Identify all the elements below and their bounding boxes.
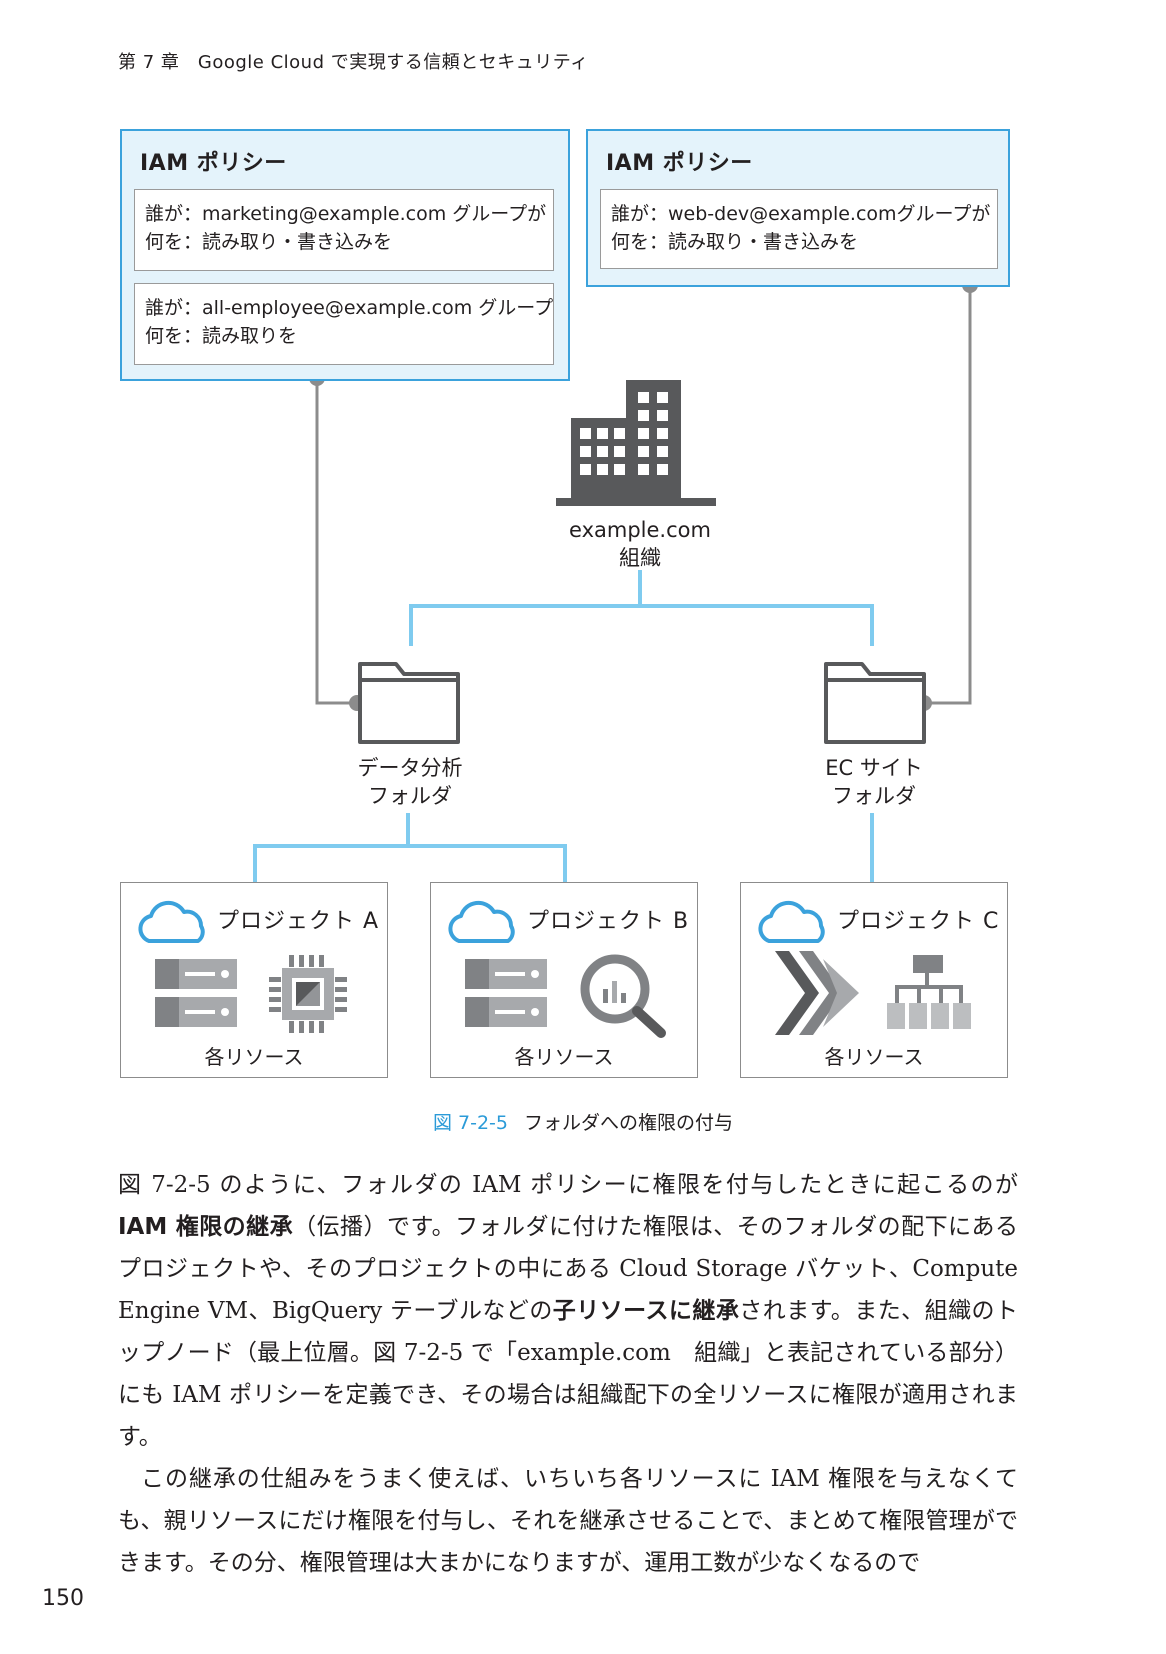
project-card-c: プロジェクト C 各リソース [740,882,1008,1078]
policy-title: IAM ポリシー [140,151,287,176]
chapter-header: 第 7 章 Google Cloud で実現する信頼とセキュリティ [118,52,589,73]
iam-policy-a: IAM ポリシー 誰が：marketing@example.com グループが … [120,129,570,381]
page-number: 150 [42,1586,84,1611]
cloud-icon [758,900,825,943]
folder-label-ec: EC サイト フォルダ [774,754,974,810]
emphasis-inheritance: IAM 権限の継承 [118,1214,294,1240]
paragraph-2: この継承の仕組みをうまく使えば、いちいち各リソースに IAM 権限を与えなくても… [118,1466,1018,1576]
project-title: プロジェクト A [217,909,380,934]
grant-what: 何を：読み取りを [145,325,298,347]
project-title: プロジェクト B [527,909,690,934]
grant-who: 誰が：marketing@example.com グループが [145,203,547,225]
organization-label: example.com 組織 [540,516,740,572]
text-run: されます。また、組織のトップノード（最上位層。図 7-2-5 で「example… [118,1298,1018,1450]
grant-who: 誰が：all-employee@example.com グループが [145,297,554,319]
folder-icon [358,662,460,744]
org-to-ec-connector [640,604,874,646]
body-text: 図 7-2-5 のように、フォルダの IAM ポリシーに権限を付与したときに起こ… [118,1164,1018,1584]
storage-icon [465,959,547,1027]
figure-caption: 図 7-2-5 フォルダへの権限の付与 [0,1108,1166,1135]
project-card-b: プロジェクト B 各リソース [430,882,698,1078]
folder-label-analytics: データ分析 フォルダ [310,754,510,810]
folder-a-to-projects-connector [253,813,410,882]
policy-b-connector [924,285,972,705]
storage-icon [155,959,237,1027]
load-balancer-icon [887,955,971,1029]
org-domain: example.com [569,518,711,542]
org-to-folders-connector [409,570,642,646]
policy-a-connector [315,378,357,705]
bigquery-icon [580,954,666,1038]
folder-type: フォルダ [832,784,916,808]
organization-building-icon [556,380,716,506]
policy-title: IAM ポリシー [606,151,753,176]
text-run: （伝播）です。フォルダに付けた権限は、そのフォルダの配下にあるプロジェクトや、そ… [118,1214,1018,1324]
paragraph-1: 図 7-2-5 のように、フォルダの IAM ポリシーに権限を付与したときに起こ… [118,1164,1018,1458]
resources-label: 各リソース [204,1045,304,1069]
folder-name: EC サイト [825,756,923,780]
policy-grant: 誰が：marketing@example.com グループが 何を：読み取り・書… [134,189,554,271]
grant-what: 何を：読み取り・書き込みを [611,231,859,253]
resources-label: 各リソース [824,1045,924,1069]
grant-who: 誰が：web-dev@example.comグループが [611,203,991,225]
folder-a-to-project-b-connector [408,844,567,882]
project-title: プロジェクト C [837,909,1000,934]
cloud-icon [138,900,205,943]
policy-grant: 誰が：all-employee@example.com グループが 何を：読み取… [134,283,554,365]
org-type: 組織 [619,546,661,570]
text-run: 図 7-2-5 のように、フォルダの IAM ポリシーに権限を付与したときに起こ… [118,1172,1018,1198]
figure-number: 図 7-2-5 [432,1112,508,1134]
project-card-a: プロジェクト A 各リソース [120,882,388,1078]
folder-icon [824,662,926,744]
grant-what: 何を：読み取り・書き込みを [145,231,393,253]
iam-policy-b: IAM ポリシー 誰が：web-dev@example.comグループが 何を：… [586,129,1010,287]
compute-chip-icon [269,955,347,1033]
folder-type: フォルダ [368,784,452,808]
cloud-icon [448,900,515,943]
app-engine-icon [775,951,859,1035]
figure-caption-text: フォルダへの権限の付与 [524,1112,734,1134]
policy-grant: 誰が：web-dev@example.comグループが 何を：読み取り・書き込み… [600,189,998,269]
folder-name: データ分析 [357,756,463,780]
emphasis-child-resources: 子リソースに継承 [552,1298,740,1324]
resources-label: 各リソース [514,1045,614,1069]
connector-lines [253,277,978,882]
